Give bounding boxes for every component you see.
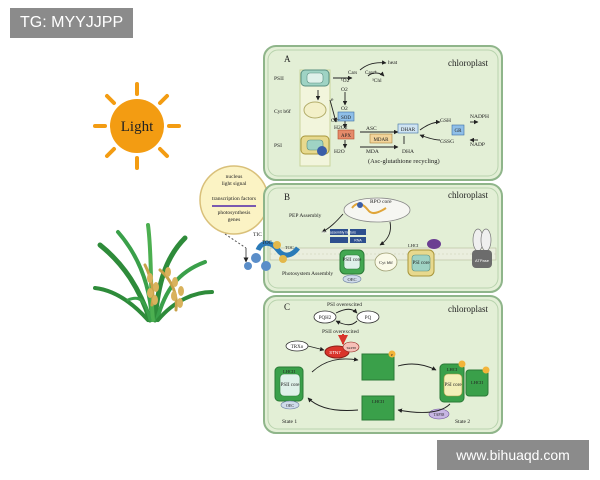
panel-a-triplet-chl: ³Chl [372,78,382,84]
panel-a-cars: Cars [348,71,357,76]
rice-grain-cluster [147,267,184,308]
panel-b-lhci: LHCI [408,243,419,248]
panel-a-h2o: H2O [334,149,345,155]
panel-c-psi-overexcited: PSI overexcited [327,302,362,308]
panel-a-asc: ASC [366,126,377,132]
panel-a-o2-a: O2 [341,87,348,93]
panel-a-h2o2: H2O2 [334,125,348,131]
panel-a-nadph: NADPH [470,114,489,120]
panel-c-lhci: LHCI [447,367,458,372]
panel-c-trxo: TRXo [291,345,304,350]
panel-b-psi-core: PSI core [412,261,430,266]
panel-a-gssg: GSSG [440,139,454,145]
panel-a-apx: APX [341,134,351,139]
panel-b-rna: RNA [354,239,362,243]
panel-a-gsh: GSH [440,118,451,124]
panel-b-title: chloroplast [448,190,488,200]
panel-a-mda: MDA [366,149,379,155]
panel-c-title: chloroplast [448,304,488,314]
panel-b-assembly-factors: PSII assembly factors [322,231,356,235]
watermark-top-left: TG: MYYJJPP [10,8,134,38]
panel-a-sod: SOD [341,116,351,121]
panel-a-psi: PSI [274,143,282,149]
panel-b-toc: TOC [262,241,273,246]
watermark-bottom-right: www.bihuaqd.com [437,440,589,470]
panel-a-mdar: MDAR [373,138,389,143]
panel-c-lhcii-mid: LHCII [372,399,384,404]
panel-b-tic: TIC [253,232,262,238]
panel-a-heat: heat [388,60,398,66]
panel-a-psii: PSII [274,76,284,82]
panel-c-state1: State 1 [282,419,297,425]
panel-a [263,45,503,181]
panel-a-dha: DHA [402,149,414,155]
panel-a-singlet-o2: ¹O2 [341,78,350,84]
panel-a-o2-b: O2 [341,106,348,112]
panel-c-stn7: STN7 [329,350,341,355]
panel-c-state2: State 2 [455,419,470,425]
panel-c-lhcii-state1: LHCII [283,369,295,374]
panel-b-letter: B [284,192,290,202]
sun-label: Light [121,119,154,135]
sun-icon [93,82,181,170]
panel-b-assembly: Photosystem Assembly [282,271,333,277]
bubble-line2: light signal [222,181,247,187]
panel-a-electron: e [331,97,334,103]
panel-b-oec: OEC [348,277,357,282]
panel-c-pq: PQ [365,316,372,321]
panel-a-cytb6f: Cyt b6f [274,108,291,115]
panel-b-atpase: ATPase [475,258,490,263]
panel-a-letter: A [284,54,291,64]
panel-b-pep: PEP Assembly [289,213,322,219]
panel-c-letter: C [284,302,290,312]
panel-c-tap38: TAP38 [346,346,356,350]
panel-c-psii-overexcited: PSII overexcited [322,329,359,335]
panel-c-pqh2: PQH2 [319,316,332,321]
panel-a-title: chloroplast [448,58,488,68]
panel-a-nadp: NADP [470,142,485,148]
panel-c [263,295,503,434]
bubble-line1: nucleus [226,174,243,180]
panel-c-tap38-bottom: TAP38 [434,413,445,417]
panel-a-superoxide: O2⁻ [331,118,341,124]
panel-c-oec: OEC [286,403,294,408]
panel-a-gr: GR [455,129,463,134]
rice-plant-icon [93,223,214,323]
panel-a-dhar: DHAR [401,128,416,133]
panel-c-lhcii-state2: LHCII [471,380,483,385]
bubble-line4: photosynthesis [218,210,251,216]
panel-b-toc-right: TOC [285,245,294,250]
bubble-line5: genes [228,217,241,223]
panel-b-rpo: RPO core [370,199,392,205]
panel-b-cyt: Cyt b6f [379,260,393,265]
panel-c-phospho-marker: P [391,353,393,357]
bubble-line3: transcription factors [212,195,256,202]
panel-c-psi-core: PSI core [444,383,462,388]
panel-b [244,183,503,293]
panel-a-cars-star: Cars* [365,71,377,76]
panel-a-cycle-caption: (Asc-glutathione recycling) [368,158,440,165]
panel-b-psii-core: PSII core [343,258,363,263]
panel-c-psii-core: PSII core [281,383,301,388]
